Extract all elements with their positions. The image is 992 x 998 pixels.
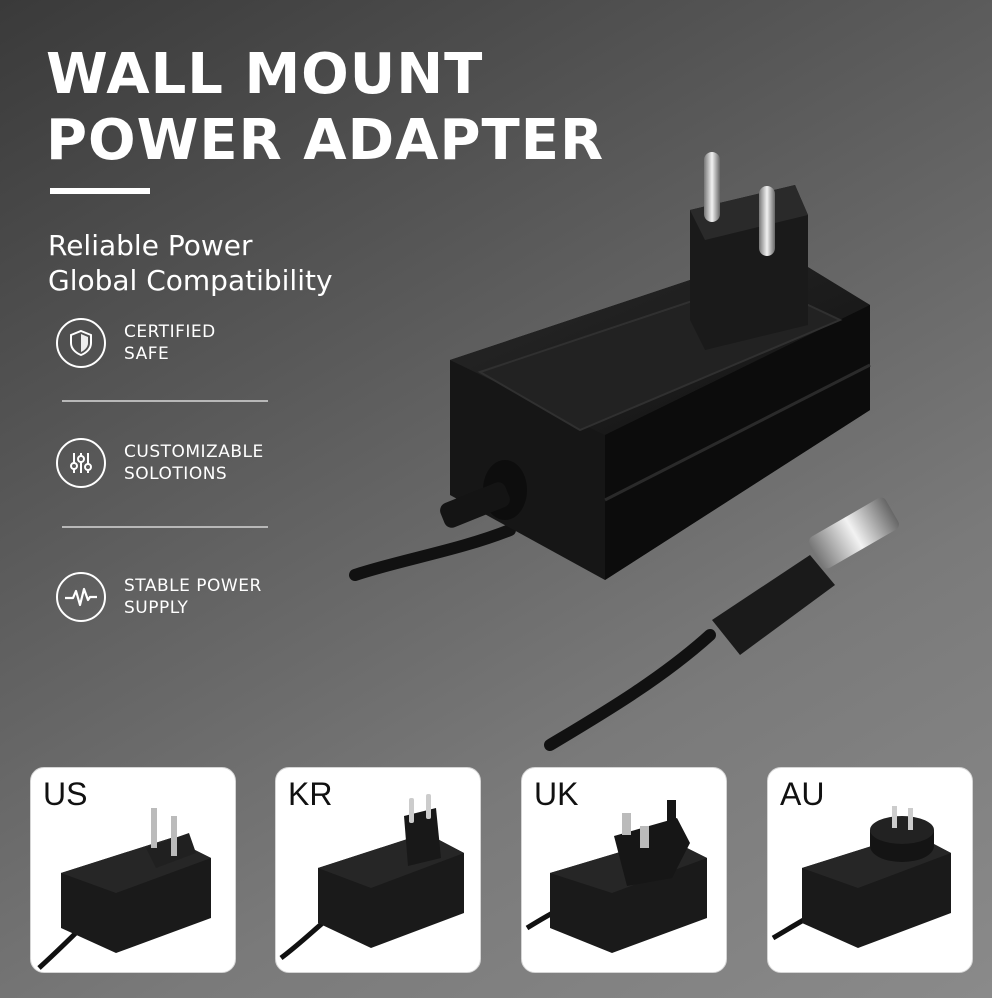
feature-label: CUSTOMIZABLE SOLOTIONS <box>124 442 264 484</box>
feature-divider <box>62 400 268 402</box>
variant-card-us: US <box>30 767 236 973</box>
headline-line-1: WALL MOUNT <box>46 42 484 107</box>
feature-label: CERTIFIED SAFE <box>124 322 216 364</box>
kr-plug-adapter-image <box>279 794 464 960</box>
headline: WALL MOUNT POWER ADAPTER <box>46 42 604 174</box>
variant-card-au: AU <box>767 767 973 973</box>
variant-label: AU <box>780 776 825 812</box>
subheading-line-1: Reliable Power <box>48 229 253 262</box>
variant-label: KR <box>288 776 333 812</box>
variant-card-uk: UK <box>521 767 727 973</box>
uk-plug-adapter-image <box>525 800 707 953</box>
feature-customizable: CUSTOMIZABLE SOLOTIONS <box>56 438 294 488</box>
adapter-product-image <box>349 152 899 751</box>
waveform-icon <box>56 572 106 622</box>
variant-label: US <box>43 776 88 812</box>
shield-icon <box>56 318 106 368</box>
title-underline <box>50 188 150 194</box>
feature-divider <box>62 526 268 528</box>
feature-certified: CERTIFIED SAFE <box>56 318 294 368</box>
feature-label: STABLE POWER SUPPLY <box>124 576 262 618</box>
feature-stable-power: STABLE POWER SUPPLY <box>56 572 294 622</box>
headline-line-2: POWER ADAPTER <box>46 108 605 173</box>
variant-card-kr: KR <box>275 767 481 973</box>
subheading-line-2: Global Compatibility <box>48 264 333 297</box>
us-plug-adapter-image <box>37 808 211 970</box>
au-plug-adapter-image <box>771 806 951 948</box>
sliders-icon <box>56 438 106 488</box>
subheading: Reliable Power Global Compatibility <box>48 228 333 298</box>
variant-label: UK <box>534 776 579 812</box>
